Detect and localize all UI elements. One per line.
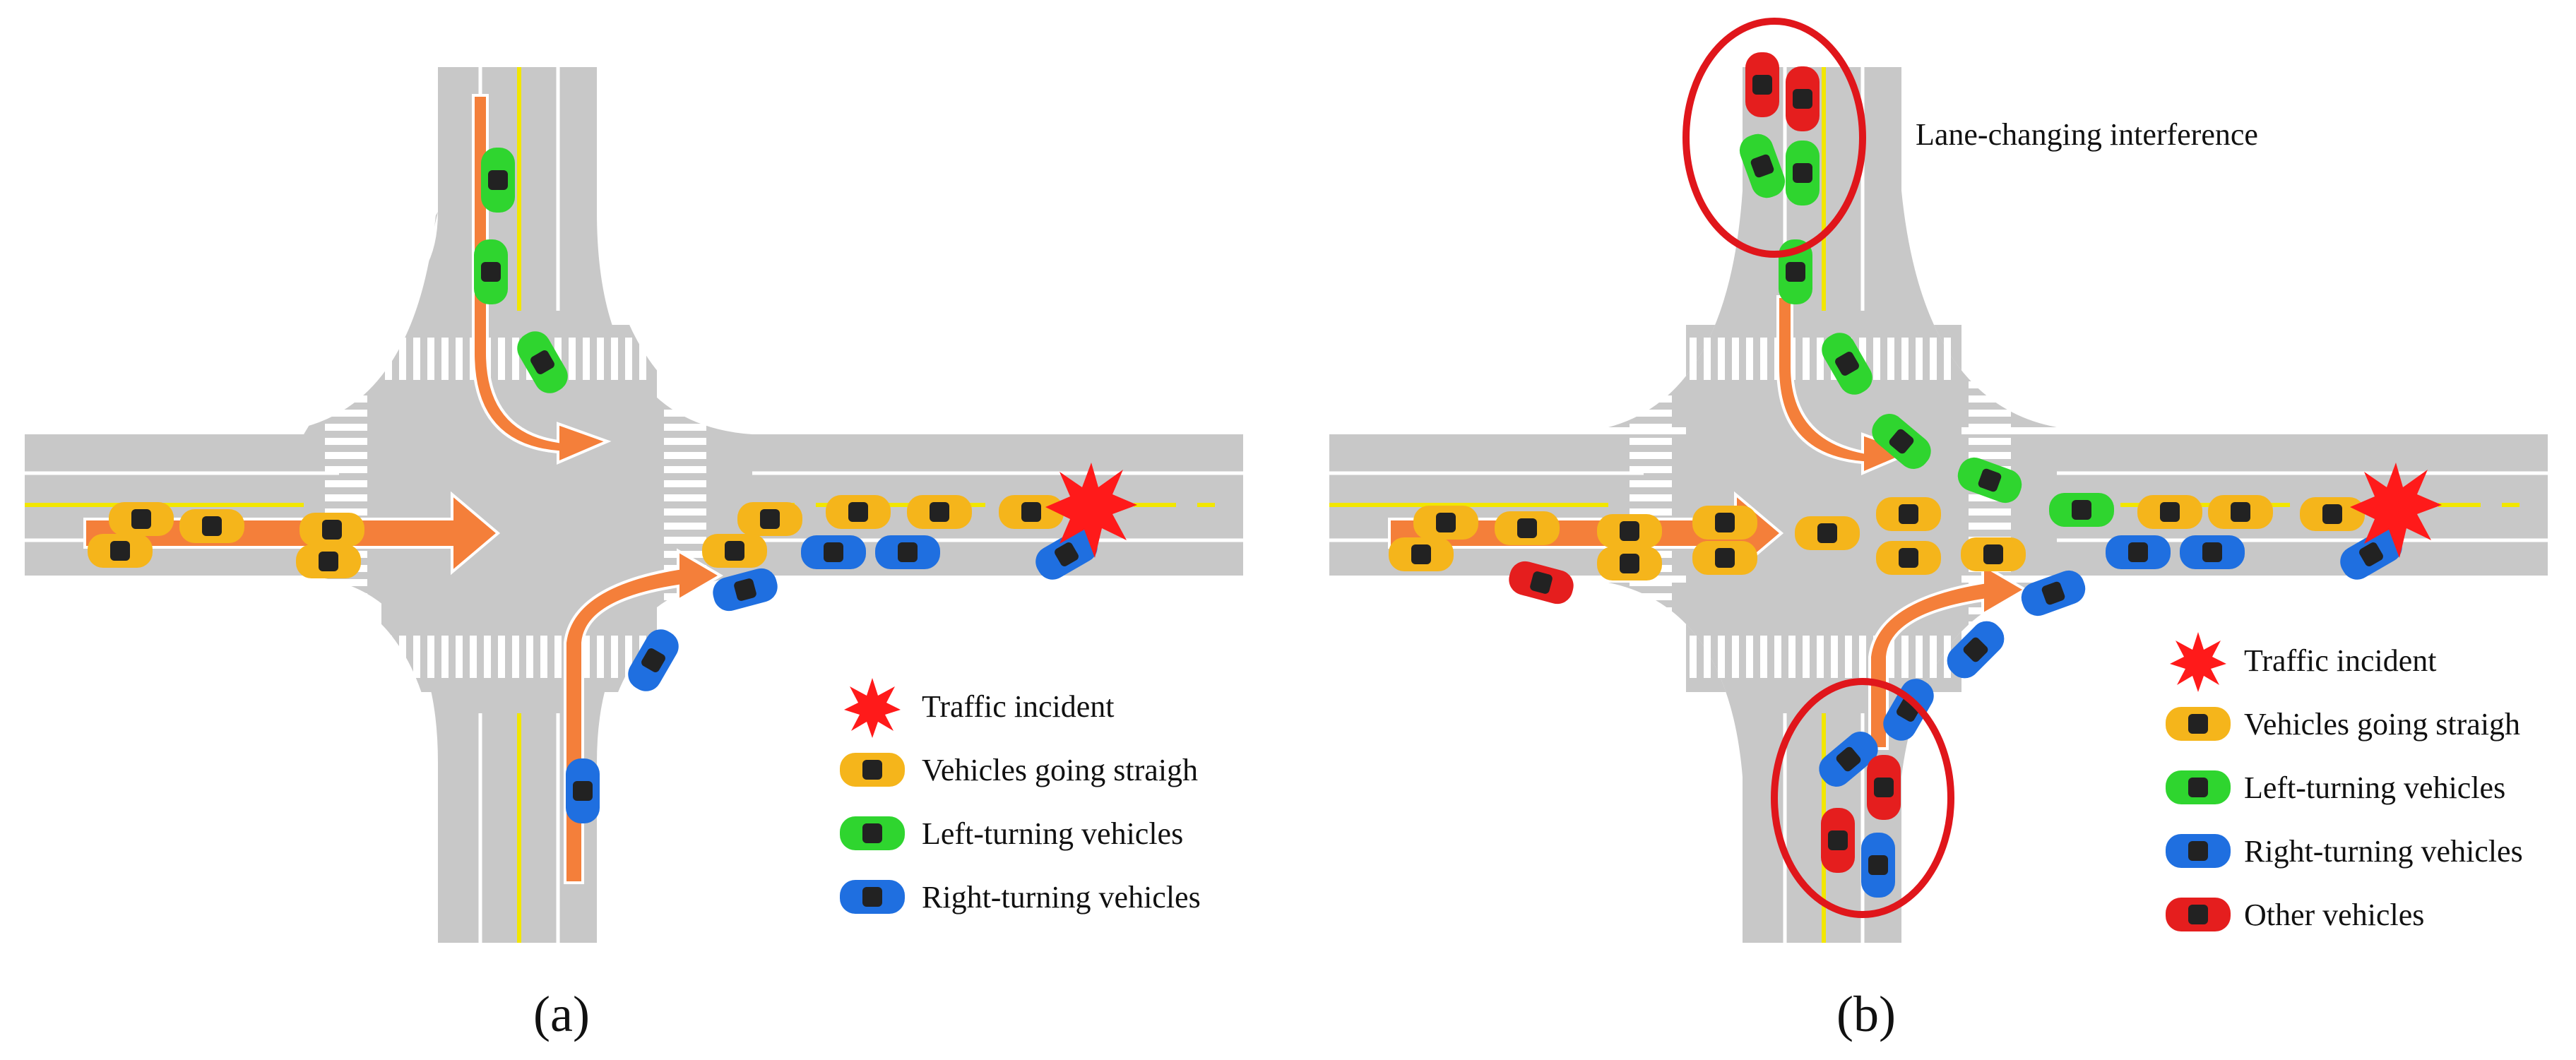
lane-changing-annotation: Lane-changing interference: [1916, 117, 2258, 152]
left-turn-arrow: [1776, 295, 1916, 476]
corner-cutouts: [1305, 0, 2576, 1060]
legend-right-icon: [2166, 834, 2231, 868]
vehicle-left: [2049, 493, 2114, 527]
vehicle-straight: [702, 534, 767, 568]
legend-label: Traffic incident: [922, 689, 1115, 724]
legend-label: Other vehicles: [2244, 898, 2424, 932]
vehicle-straight: [88, 534, 153, 568]
intersection-diagram-a: Traffic incident Vehicles going straigh …: [0, 0, 1271, 1060]
vehicle-other: [1745, 52, 1779, 117]
incident-star: [1045, 463, 1137, 558]
vehicle-straight: [1795, 516, 1860, 550]
vehicle-straight: [1495, 511, 1560, 545]
vehicle-right: [801, 535, 866, 569]
vehicle-straight: [2208, 495, 2273, 529]
panel-b: Lane-changing interference Traffic incid…: [1305, 0, 2576, 1060]
vehicle-right: [1940, 614, 2011, 685]
legend-label: Traffic incident: [2244, 643, 2437, 678]
vehicles-left: [1735, 129, 2114, 527]
legend-label: Right-turning vehicles: [2244, 834, 2523, 869]
legend-b: Traffic incident Vehicles going straigh …: [2166, 632, 2523, 932]
vehicles-right: [1812, 523, 2408, 898]
legend-other-icon: [2166, 898, 2231, 931]
vehicle-left: [474, 239, 508, 304]
vehicle-right: [2017, 566, 2090, 621]
vehicle-straight: [907, 495, 972, 529]
vehicle-left: [1735, 129, 1790, 203]
vehicles-other: [1505, 52, 1901, 873]
legend-a: Traffic incident Vehicles going straigh …: [840, 678, 1201, 915]
vehicle-left: [481, 148, 515, 213]
vehicle-other: [1786, 66, 1820, 131]
vehicle-right: [2180, 535, 2245, 569]
vehicle-right: [566, 758, 600, 823]
vehicle-left: [1779, 239, 1812, 304]
road-fill-corners: [1608, 191, 2057, 777]
legend-left-icon: [2166, 770, 2231, 804]
vehicle-right: [1030, 523, 1103, 585]
interference-ring-bottom: [1771, 678, 1954, 918]
legend-straight-icon: [2166, 707, 2231, 741]
legend-label: Vehicles going straigh: [922, 753, 1198, 787]
vehicle-other: [1505, 557, 1577, 608]
vehicles-straight: [1389, 495, 2365, 580]
vehicle-straight: [1692, 506, 1757, 540]
vehicle-right: [2334, 523, 2408, 585]
vehicle-straight: [737, 502, 802, 536]
vehicle-straight: [299, 513, 364, 547]
vehicle-left: [1865, 407, 1937, 475]
right-turn-arrow: [564, 548, 723, 884]
interference-ring-top: [1682, 18, 1866, 258]
vehicle-right: [709, 564, 781, 615]
vehicle-right: [622, 624, 684, 697]
vehicle-straight: [179, 509, 244, 543]
vehicles-straight: [88, 495, 1064, 578]
intersection-diagram-b: Lane-changing interference Traffic incid…: [1305, 0, 2576, 1060]
legend-incident-icon: [2170, 632, 2226, 692]
vehicle-straight: [1389, 537, 1454, 571]
legend-straight-icon: [840, 753, 905, 787]
vehicle-right: [2106, 535, 2171, 569]
vehicle-left: [1786, 141, 1820, 206]
vehicle-straight: [1413, 506, 1478, 540]
left-turn-arrow: [472, 94, 612, 465]
vehicle-left: [511, 326, 574, 399]
vehicle-other: [1867, 755, 1901, 820]
vehicle-left: [1953, 453, 2026, 508]
legend-label: Right-turning vehicles: [922, 880, 1201, 915]
vehicle-straight: [1876, 497, 1941, 531]
vehicles-right: [566, 523, 1103, 823]
vehicle-straight: [826, 495, 891, 529]
vehicle-straight: [1597, 514, 1662, 548]
vehicle-straight: [1961, 537, 2026, 571]
vehicle-straight: [999, 495, 1064, 529]
flow-arrows: [83, 94, 723, 884]
vehicle-straight: [109, 502, 174, 536]
legend-left-icon: [840, 816, 905, 850]
vehicle-straight: [1876, 541, 1941, 575]
corner-cutouts: [0, 0, 1271, 1060]
vehicle-straight: [2137, 495, 2202, 529]
legend-right-icon: [840, 880, 905, 914]
legend-incident-icon: [844, 678, 901, 738]
panel-label-a: (a): [533, 986, 590, 1042]
vehicle-right: [875, 535, 940, 569]
legend-label: Left-turning vehicles: [2244, 770, 2505, 805]
legend-label: Vehicles going straigh: [2244, 707, 2520, 742]
vehicle-other: [1821, 808, 1855, 873]
vehicle-straight: [2300, 497, 2365, 531]
incident-star: [2350, 463, 2442, 558]
vehicle-right: [1812, 725, 1884, 793]
vehicle-left: [1816, 327, 1878, 400]
panel-label-b: (b): [1836, 986, 1896, 1042]
vehicle-straight: [1692, 541, 1757, 575]
vehicles-left: [474, 148, 574, 399]
vehicle-straight: [1597, 547, 1662, 580]
vehicle-straight: [296, 544, 361, 578]
panel-a: Traffic incident Vehicles going straigh …: [0, 0, 1271, 1060]
vehicle-right: [1861, 833, 1895, 898]
legend-label: Left-turning vehicles: [922, 816, 1183, 851]
